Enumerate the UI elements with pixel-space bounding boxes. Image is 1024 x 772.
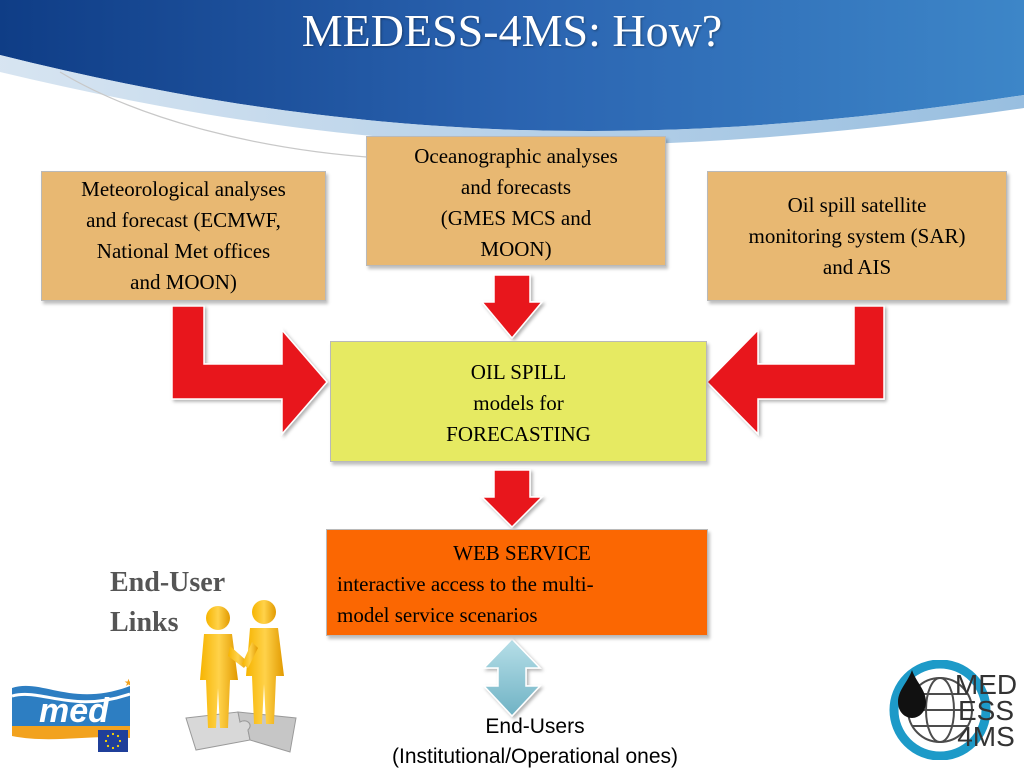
- oil-spill-satellite-line: monitoring system (SAR): [748, 224, 966, 248]
- oceanographic-line: MOON): [480, 237, 552, 261]
- web-service-line: interactive access to the multi-: [337, 572, 594, 596]
- arrow-down-models: [480, 469, 544, 529]
- medess-logo-line: 4MS: [957, 721, 1015, 752]
- med-logo-text: med: [39, 692, 110, 730]
- med-logo: med ★: [12, 678, 130, 754]
- meteorological-line: National Met offices: [96, 239, 271, 263]
- medess-logo-line: MED: [955, 669, 1017, 700]
- arrow-bent-met: [171, 305, 328, 437]
- oceanographic-line: and forecasts: [460, 175, 572, 199]
- end-user-links-line: Links: [110, 607, 179, 638]
- medess-logo-line: ESS: [958, 695, 1014, 726]
- models-line: OIL SPILL: [470, 360, 567, 384]
- web-service-box: WEB SERVICE interactive access to the mu…: [326, 529, 708, 636]
- oil-spill-satellite-line: and AIS: [822, 255, 892, 279]
- oil-spill-satellite-line: Oil spill satellite: [787, 193, 927, 217]
- meteorological-line: Meteorological analyses: [81, 177, 286, 201]
- oceanographic-box: Oceanographic analyses and forecasts (GM…: [366, 136, 666, 266]
- oceanographic-line: (GMES MCS and: [440, 206, 592, 230]
- end-users-line: End-Users: [485, 715, 585, 738]
- arrow-bidirectional: [482, 637, 542, 718]
- models-line: models for: [473, 391, 564, 415]
- handshake-puzzle-icon: [185, 600, 297, 753]
- oil-drop-icon: [898, 670, 926, 718]
- models-line: FORECASTING: [446, 422, 591, 446]
- svg-text:★: ★: [124, 678, 130, 689]
- end-users-line: (Institutional/Operational ones): [392, 745, 678, 768]
- end-user-links-line: End-User: [110, 567, 226, 598]
- meteorological-line: and forecast (ECMWF,: [86, 208, 281, 232]
- end-user-links-label: End-User Links: [110, 563, 225, 643]
- slide-title: MEDESS-4MS: How?: [301, 5, 723, 56]
- web-service-line: model service scenarios: [337, 603, 538, 627]
- arrow-down-ocean: [480, 274, 544, 340]
- models-box: OIL SPILL models for FORECASTING: [330, 341, 707, 462]
- oceanographic-line: Oceanographic analyses: [414, 144, 618, 168]
- oil-spill-satellite-box: Oil spill satellite monitoring system (S…: [707, 171, 1007, 301]
- meteorological-box: Meteorological analyses and forecast (EC…: [41, 171, 326, 301]
- medess-4ms-logo: MED ESS 4MS: [889, 660, 1017, 760]
- web-service-line: WEB SERVICE: [453, 541, 591, 565]
- meteorological-line: and MOON): [130, 270, 237, 294]
- arrow-bent-oil: [705, 305, 885, 436]
- end-users-label: End-Users (Institutional/Operational one…: [340, 712, 730, 772]
